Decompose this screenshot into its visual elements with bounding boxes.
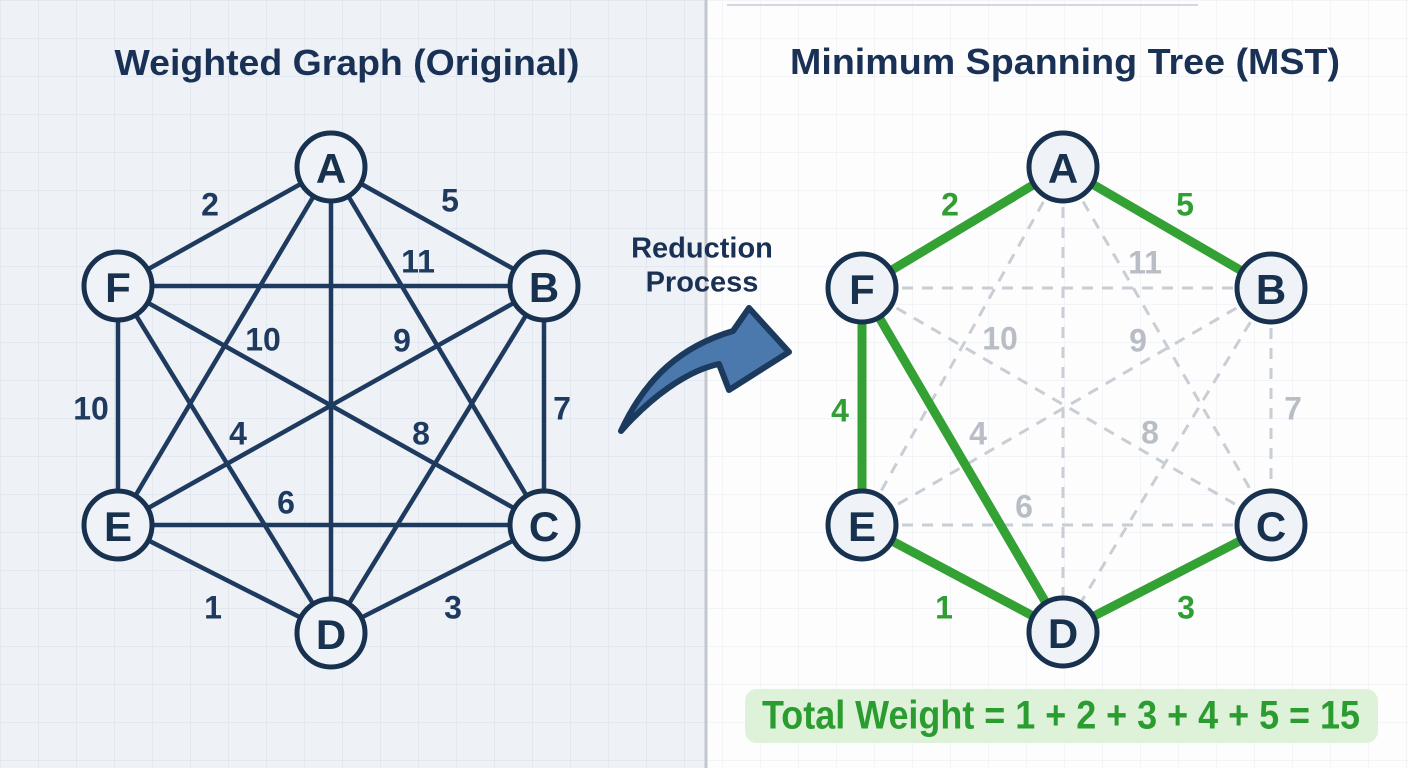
weight-label-F-E: 4 <box>831 393 849 429</box>
edge-F-D-mst <box>857 283 1068 637</box>
weight-label-A-F: 2 <box>941 187 959 223</box>
weight-label-A-F: 2 <box>201 187 219 223</box>
edge-A-E-dashed <box>860 166 1065 526</box>
weight-label-A-B: 5 <box>441 183 459 219</box>
node-D-circle <box>294 596 368 670</box>
node-C-circle <box>1234 488 1308 562</box>
weight-label-E-C: 6 <box>1015 489 1033 525</box>
weight-label-B-C: 7 <box>553 391 571 427</box>
edge-D-C-mst <box>1058 520 1276 637</box>
node-A-label: A <box>1048 145 1078 192</box>
edge-A-B-solid <box>329 165 546 288</box>
node-A-label: A <box>316 145 346 192</box>
weight-label-E-D: 1 <box>935 590 953 626</box>
edge-E-D-mst <box>857 520 1068 637</box>
node-E-circle <box>81 488 155 562</box>
node-E-label: E <box>104 503 132 550</box>
edge-B-D-dashed <box>1061 287 1273 633</box>
curved-arrow-right-icon <box>618 305 792 434</box>
reduction-process-label-line2: Process <box>646 266 759 298</box>
node-B-circle <box>507 249 581 323</box>
edge-A-B-mst <box>1058 162 1276 293</box>
right-graph-weight-labels: 11 10 9 4 8 6 7 2 5 4 1 3 <box>831 187 1302 626</box>
node-D-label: D <box>1048 610 1078 657</box>
weight-label-A-C: 9 <box>393 323 411 359</box>
weight-label-A-B: 5 <box>1176 187 1194 223</box>
node-C-circle <box>507 488 581 562</box>
left-graph-edges <box>115 165 547 636</box>
right-graph-edges <box>857 162 1276 637</box>
weight-label-B-C: 7 <box>1284 391 1302 427</box>
node-F-circle <box>81 249 155 323</box>
node-A-circle <box>294 130 368 204</box>
weight-label-D-C: 3 <box>1177 590 1195 626</box>
edge-A-F-mst <box>857 162 1068 293</box>
edge-D-C-solid <box>329 522 546 636</box>
node-B-circle <box>1234 251 1308 325</box>
weight-label-E-C: 6 <box>277 485 295 521</box>
weight-label-F-E: 10 <box>73 391 109 427</box>
node-F-circle <box>825 251 899 325</box>
weight-label-F-B: 11 <box>401 244 435 280</box>
reduction-process-label-line1: Reduction <box>631 232 773 264</box>
right-panel-title: Minimum Spanning Tree (MST) <box>790 41 1340 82</box>
edge-A-F-solid <box>116 165 333 288</box>
weight-label-E-D: 1 <box>204 590 222 626</box>
edge-A-C-dashed <box>1061 166 1273 526</box>
node-C-label: C <box>1256 503 1286 550</box>
edge-F-D-solid <box>116 284 333 635</box>
total-weight-text: Total Weight = 1 + 2 + 3 + 4 + 5 = 15 <box>762 693 1360 737</box>
edge-B-D-solid <box>329 284 546 635</box>
weight-label-D-C: 3 <box>444 590 462 626</box>
weight-label-B-D: 8 <box>412 416 430 452</box>
weight-label-A-C: 9 <box>1129 323 1147 359</box>
node-E-circle <box>825 488 899 562</box>
edge-E-D-solid <box>116 522 333 636</box>
weight-label-A-E: 10 <box>245 322 281 358</box>
weight-label-B-D: 8 <box>1141 415 1159 451</box>
node-C-label: C <box>529 503 559 550</box>
node-E-label: E <box>848 503 876 550</box>
weight-label-F-D: 4 <box>229 416 247 452</box>
left-graph-nodes: A B C D E F <box>81 130 581 670</box>
node-F-label: F <box>105 264 131 311</box>
node-B-label: B <box>529 264 559 311</box>
weight-label-A-E: 10 <box>982 321 1018 357</box>
left-graph-weight-labels: 2 511 10 7 10 9 4 8 6 1 3 <box>73 183 571 626</box>
left-panel-title: Weighted Graph (Original) <box>115 42 580 83</box>
node-A-circle <box>1026 130 1100 204</box>
total-weight-box <box>745 689 1378 743</box>
right-graph-nodes: A B C D E F <box>825 130 1308 669</box>
weight-label-F-D: 4 <box>969 416 987 452</box>
node-F-label: F <box>849 266 875 313</box>
node-B-label: B <box>1256 266 1286 313</box>
edge-B-E-solid <box>116 284 546 527</box>
node-D-circle <box>1026 595 1100 669</box>
node-D-label: D <box>316 611 346 658</box>
weight-label-F-B: 11 <box>1128 245 1162 281</box>
